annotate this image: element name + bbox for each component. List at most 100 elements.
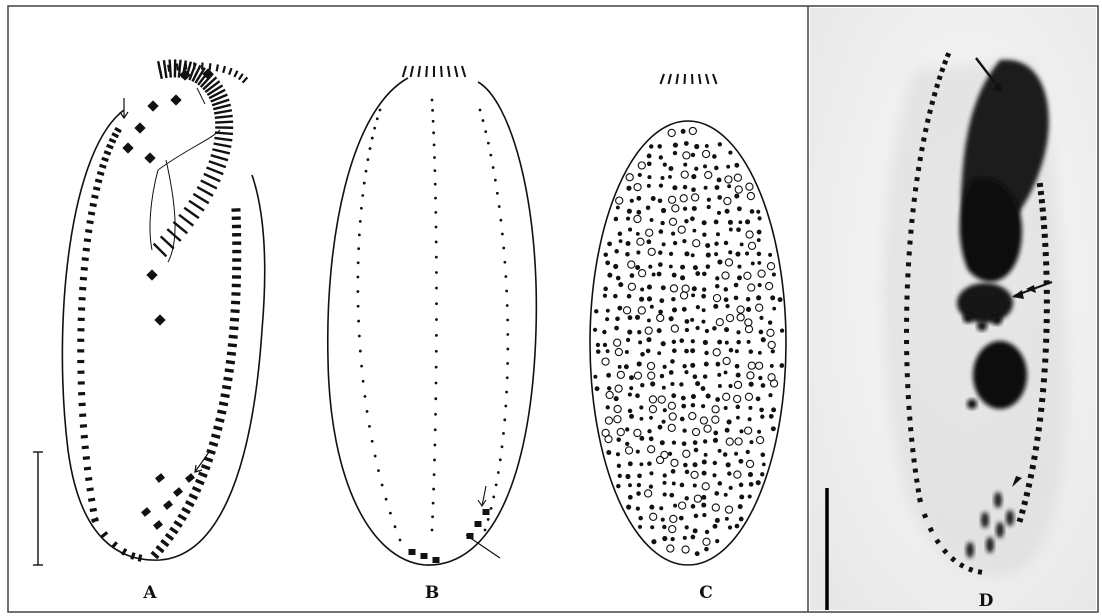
granule (770, 295, 775, 300)
granule (670, 359, 675, 364)
granule (647, 285, 652, 290)
granule (691, 293, 695, 297)
kinetid-d (1039, 400, 1045, 401)
dorsal-bristle (394, 525, 397, 528)
kinetid-d (943, 550, 947, 553)
granule (725, 304, 729, 308)
granule-ring (646, 229, 653, 236)
marginal-cirrus (95, 180, 102, 182)
marginal-cirrus (87, 489, 94, 490)
granule (727, 471, 731, 475)
kinetid-d (928, 111, 933, 112)
granule (728, 525, 732, 529)
granule-ring (705, 171, 712, 178)
granule (673, 504, 677, 508)
dorsal-bristle (434, 183, 437, 186)
granule (734, 452, 738, 456)
dorsal-bristle (435, 334, 438, 337)
kinetid-d (1038, 193, 1044, 194)
granule-ring (725, 176, 732, 183)
granule (606, 349, 610, 353)
dorsal-bristle (501, 445, 504, 448)
pointer-line-a (197, 88, 205, 104)
granule (713, 461, 717, 465)
granule (603, 287, 608, 292)
granule (702, 513, 706, 517)
granule (735, 349, 739, 353)
granule (606, 309, 610, 313)
panel-label-d: D (979, 591, 994, 611)
granule (693, 374, 698, 379)
cirrus (146, 269, 157, 280)
marginal-cirrus (222, 387, 231, 389)
granule (650, 525, 654, 529)
granule-ring (614, 416, 621, 423)
granule (606, 450, 611, 455)
granule (671, 537, 675, 541)
granule (683, 163, 687, 167)
granule (684, 219, 688, 223)
granule (745, 251, 749, 255)
dorsal-bristle (432, 502, 435, 505)
granule (703, 439, 707, 443)
granule (683, 463, 688, 468)
dorsal-bristle (435, 241, 438, 244)
granule (705, 144, 709, 148)
granule-ring (713, 294, 720, 301)
granule (712, 154, 717, 159)
cirrus (134, 122, 145, 133)
granule (726, 165, 730, 169)
dorsal-bristle (379, 109, 382, 112)
transverse-cirrus (185, 473, 195, 483)
granule-ring (737, 314, 744, 321)
granule (647, 154, 652, 159)
kinetid-d (1026, 485, 1032, 486)
brush-kinetid (677, 74, 679, 84)
granule (748, 417, 752, 421)
granule (685, 319, 690, 324)
marginal-cirrus (91, 196, 98, 197)
granule (658, 310, 663, 315)
granule (647, 429, 651, 433)
granule-ring (615, 348, 622, 355)
granule (627, 294, 632, 299)
dorsal-bristle (495, 483, 498, 486)
granule (691, 504, 696, 509)
granule-ring (748, 362, 755, 369)
granule-ring (703, 538, 710, 545)
dorsal-bristle (506, 319, 509, 322)
dorsal-bristle (503, 418, 506, 421)
granule (646, 206, 651, 211)
membranelle (207, 168, 224, 175)
kinetid-d (952, 557, 955, 561)
membranelle-tip (217, 64, 218, 71)
granule (734, 163, 739, 168)
caudal-cirrus (409, 549, 416, 555)
granule (647, 184, 651, 188)
caudal-cirrus (483, 509, 490, 515)
granule (702, 232, 706, 236)
granule (757, 230, 762, 235)
granule (736, 330, 740, 334)
marginal-cirrus (174, 522, 182, 527)
granule (690, 363, 695, 368)
dorsal-bristle (359, 350, 362, 353)
granule (734, 283, 739, 288)
granule-ring (645, 490, 652, 497)
brush-kinetid (713, 74, 717, 84)
granule (772, 272, 776, 276)
granule (761, 337, 766, 342)
granule (757, 216, 761, 220)
kinetid-d (909, 440, 914, 441)
dorsal-bristle (434, 397, 437, 400)
kinetid-d (1040, 218, 1046, 219)
granule (639, 297, 644, 302)
granule-ring (649, 396, 656, 403)
granule-ring (628, 283, 635, 290)
granule-ring (746, 183, 753, 190)
granule-ring (725, 259, 732, 266)
membranelle (161, 236, 174, 248)
dorsal-bristle (432, 131, 435, 134)
kinetid-d (913, 189, 918, 190)
dorsal-bristle (479, 109, 482, 112)
